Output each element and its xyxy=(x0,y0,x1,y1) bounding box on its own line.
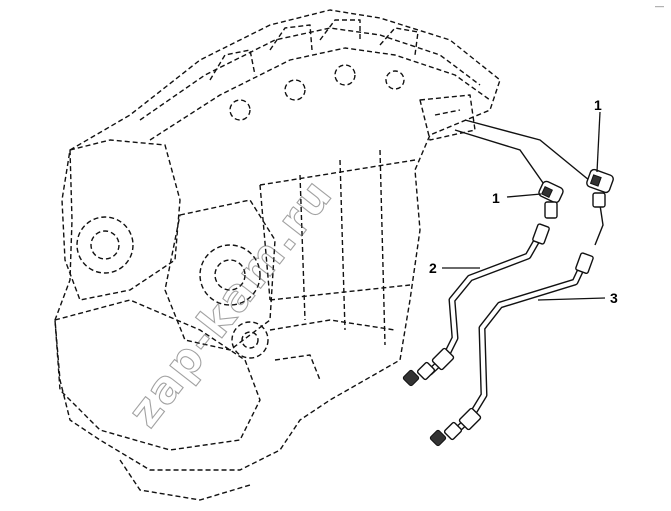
supply-lines xyxy=(454,119,604,246)
banjo-fitting-left xyxy=(532,180,564,245)
corner-mark: — xyxy=(655,1,664,11)
engine-block-outline xyxy=(54,9,501,501)
callout-3: 3 xyxy=(610,290,618,306)
banjo-fitting-right xyxy=(575,168,614,274)
callout-1-top: 1 xyxy=(594,97,602,113)
pipe-3-end-fitting xyxy=(429,407,482,447)
watermark: zap-kam.ru xyxy=(118,169,343,436)
pipe-2-end-fitting xyxy=(402,347,455,387)
callout-2: 2 xyxy=(429,260,437,276)
pipe-3 xyxy=(451,261,587,436)
callout-1-middle: 1 xyxy=(492,190,500,206)
leader-lines xyxy=(442,111,606,301)
